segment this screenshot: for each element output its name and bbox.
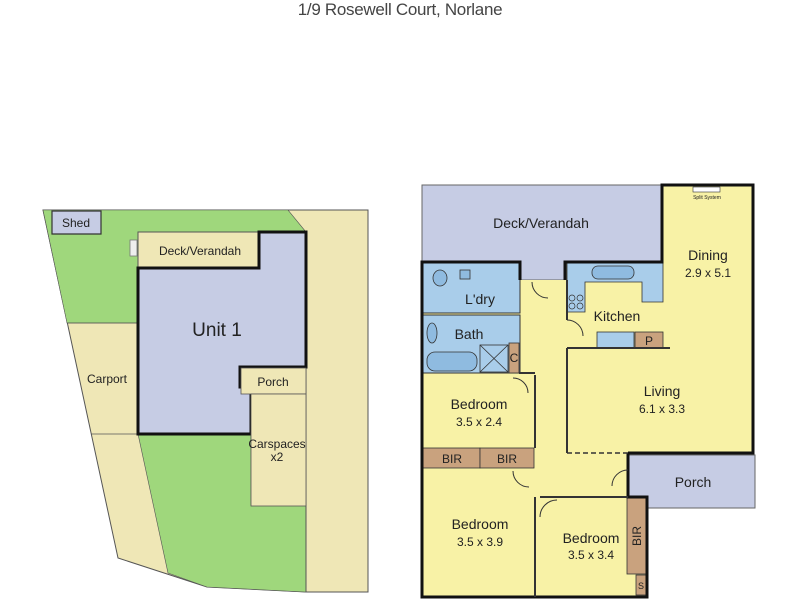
- porch: [627, 454, 756, 509]
- door-swings: [512, 281, 629, 518]
- site-porch-label: Porch: [257, 375, 288, 389]
- bedroom1-label: Bedroom: [451, 396, 508, 412]
- pantry-label: P: [645, 334, 653, 348]
- site-deck-label: Deck/Verandah: [159, 244, 241, 258]
- site-plan: Shed Deck/Verandah Unit 1 Porch Carport …: [42, 209, 369, 593]
- bir2-label: BIR: [497, 452, 517, 466]
- carspaces-count: x2: [271, 450, 284, 464]
- carspaces-label: Carspaces: [248, 437, 305, 451]
- bedroom1-size: 3.5 x 2.4: [456, 415, 502, 429]
- basin-icon: [459, 269, 471, 280]
- split-system-label: Split System: [693, 195, 721, 201]
- site-porch: [240, 367, 307, 395]
- page-title: 1/9 Rosewell Court, Norlane: [297, 0, 503, 19]
- shed-label: Shed: [62, 216, 90, 230]
- unit-1: [136, 230, 308, 436]
- bedroom2-size: 3.5 x 3.9: [457, 535, 503, 549]
- toilet-icon: [432, 269, 448, 287]
- kitchen-label: Kitchen: [594, 308, 641, 324]
- floor-plan: Deck/Verandah Split System Dining 2.9 x …: [420, 183, 756, 599]
- bir1-label: BIR: [442, 452, 462, 466]
- unit-label: Unit 1: [192, 320, 242, 341]
- carspaces: [250, 393, 307, 507]
- kitchen-bench: [566, 262, 664, 313]
- bir-2: [479, 447, 535, 469]
- dining-size: 2.9 x 5.1: [685, 266, 731, 280]
- outer-wall: [563, 183, 755, 455]
- cupboard-label: C: [510, 351, 519, 365]
- split-system-icon: [692, 186, 721, 193]
- sink-icon: [591, 265, 635, 280]
- bedroom2-label: Bedroom: [452, 516, 509, 532]
- cooktop-icon: [568, 294, 584, 310]
- living-label: Living: [644, 383, 681, 399]
- dining-label: Dining: [688, 247, 728, 263]
- bath-label: Bath: [455, 326, 484, 342]
- carport-label: Carport: [87, 372, 128, 386]
- bathtub-icon: [426, 351, 478, 372]
- deck-label: Deck/Verandah: [493, 215, 589, 231]
- steps-icon: [129, 239, 138, 257]
- shed: [51, 210, 102, 235]
- kitchen-island: [596, 331, 635, 349]
- bedroom3-label: Bedroom: [563, 530, 620, 546]
- laundry-label: L'dry: [465, 291, 495, 307]
- vanity-basin-icon: [426, 322, 438, 344]
- cupboard: [508, 342, 520, 374]
- bir3-label: BIR: [630, 526, 644, 546]
- shower-icon: [479, 344, 509, 373]
- store-label: S: [638, 581, 644, 591]
- living-size: 6.1 x 3.3: [639, 402, 685, 416]
- porch-label: Porch: [675, 474, 712, 490]
- bedroom3-size: 3.5 x 3.4: [568, 548, 614, 562]
